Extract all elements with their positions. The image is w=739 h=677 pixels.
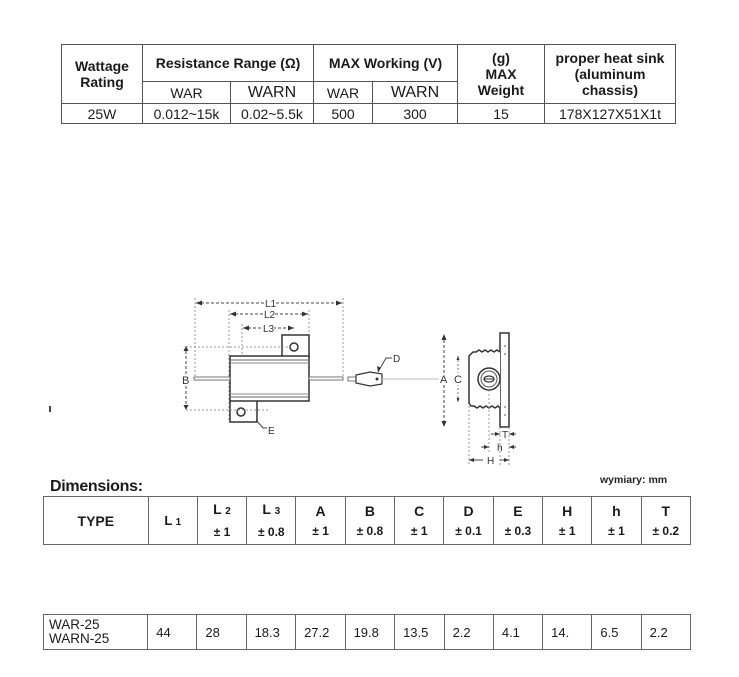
spec-table: Wattage Rating Resistance Range (Ω) MAX … xyxy=(61,44,676,124)
col-e: E ± 0.3 xyxy=(492,496,544,545)
cell-h-small: 6.5 xyxy=(591,614,642,650)
cell-t: 2.2 xyxy=(640,614,692,650)
cell-heat-sink: 178X127X51X1t xyxy=(544,103,676,124)
label-h-big: H xyxy=(487,456,494,467)
col-b: B ± 0.8 xyxy=(344,496,396,545)
dimension-a: A xyxy=(439,334,449,427)
col-l1: L 1 xyxy=(147,496,198,545)
col-c: C ± 1 xyxy=(394,496,445,545)
resistor-body-side-view xyxy=(193,334,420,423)
header-max-working-voltage: MAX Working (V) xyxy=(313,44,458,82)
dimensions-header-table: TYPE L 1 L 2 ± 1 L 3 ± 0.8 A ± 1 B ± 0.8… xyxy=(43,496,692,545)
label-e: E xyxy=(268,426,275,437)
label-h-small: h xyxy=(497,443,503,454)
cell-l2: 28 xyxy=(196,614,247,650)
subheader-volt-warn: WARN xyxy=(372,81,458,104)
cell-b: 19.8 xyxy=(344,614,396,650)
dimension-l1: L1 xyxy=(194,297,344,378)
col-t: T ± 0.2 xyxy=(640,496,692,545)
cell-a: 27.2 xyxy=(295,614,346,650)
col-a: A ± 1 xyxy=(295,496,346,545)
col-h-small: h ± 1 xyxy=(591,496,642,545)
dimension-b: B xyxy=(181,346,290,411)
col-d: D ± 0.1 xyxy=(443,496,494,545)
resistor-technical-drawing: L1 L2 L3 xyxy=(49,297,516,467)
table-row: WAR-25 WARN-25 44 28 18.3 27.2 19.8 13.5… xyxy=(42,614,692,650)
cell-res-warn: 0.02~5.5k xyxy=(230,103,314,124)
cell-volt-war: 500 xyxy=(313,103,373,124)
dimensions-title: Dimensions: xyxy=(50,478,143,495)
col-h-big: H ± 1 xyxy=(542,496,593,545)
units-label: wymiary: mm xyxy=(600,474,668,486)
cell-c: 13.5 xyxy=(394,614,445,650)
cell-volt-warn: 300 xyxy=(372,103,458,124)
cell-l3: 18.3 xyxy=(245,614,297,650)
label-a: A xyxy=(440,374,448,386)
label-d: D xyxy=(393,354,400,365)
header-resistance-range: Resistance Range (Ω) xyxy=(142,44,314,82)
cell-e: 4.1 xyxy=(492,614,544,650)
cell-weight: 15 xyxy=(457,103,545,124)
resistor-end-view xyxy=(420,332,510,428)
col-l3: L 3 ± 0.8 xyxy=(246,496,297,545)
label-b: B xyxy=(182,375,189,387)
label-l2: L2 xyxy=(264,310,276,321)
dimension-c: C xyxy=(453,356,463,402)
header-heat-sink: proper heat sink (aluminum chassis) xyxy=(544,44,676,104)
dimensions-values-table: WAR-25 WARN-25 44 28 18.3 27.2 19.8 13.5… xyxy=(42,614,692,650)
dimension-d: D xyxy=(377,354,400,373)
label-l3: L3 xyxy=(263,324,275,335)
cell-type: WAR-25 WARN-25 xyxy=(42,614,149,650)
cell-res-war: 0.012~15k xyxy=(142,103,231,124)
header-wattage-rating: Wattage Rating xyxy=(61,44,143,104)
subheader-volt-war: WAR xyxy=(313,81,373,104)
label-t: T xyxy=(502,430,508,441)
dimension-t-h-h: T h H xyxy=(468,390,516,467)
cell-h-big: 14. xyxy=(542,614,593,650)
label-c: C xyxy=(454,374,462,386)
cell-l1: 44 xyxy=(147,614,198,650)
col-l2: L 2 ± 1 xyxy=(196,496,248,545)
cell-d: 2.2 xyxy=(443,614,494,650)
cell-wattage: 25W xyxy=(61,103,143,124)
dimension-e: E xyxy=(255,419,275,437)
subheader-res-war: WAR xyxy=(142,81,231,104)
label-l1: L1 xyxy=(265,299,277,310)
header-max-weight: (g) MAX Weight xyxy=(457,44,545,104)
subheader-res-warn: WARN xyxy=(230,81,314,104)
col-type: TYPE xyxy=(43,496,149,545)
